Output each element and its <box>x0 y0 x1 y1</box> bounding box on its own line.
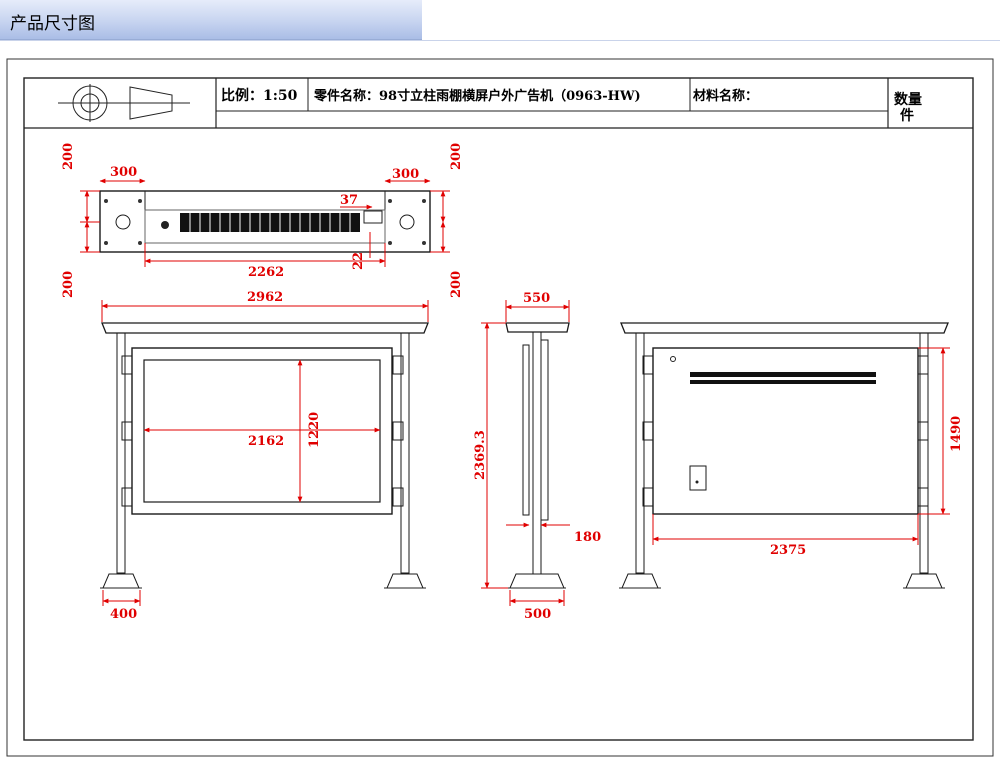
outer-frame <box>6 58 994 757</box>
dim-side-180: 180 <box>574 530 601 545</box>
dim-top-right-200-upper: 200 <box>449 143 464 170</box>
dim-front-400: 400 <box>110 607 137 622</box>
dim-top-left-200-lower: 200 <box>61 271 76 298</box>
side-view: 550 2369.3 180 500 <box>473 291 601 622</box>
dim-top-37: 37 <box>340 193 358 208</box>
top-view: 200 200 300 300 200 200 37 22 2262 <box>61 143 464 298</box>
dim-top-left-300: 300 <box>110 165 137 180</box>
inner-frame <box>23 77 974 741</box>
dim-back-2375: 2375 <box>770 543 806 558</box>
dim-top-right-200-lower: 200 <box>449 271 464 298</box>
quantity-unit: 件 <box>900 107 914 124</box>
scale-label: 比例：1:50 <box>221 87 298 104</box>
dim-front-2962: 2962 <box>247 290 283 305</box>
quantity-label: 数量 <box>894 91 922 108</box>
projection-symbol-icon <box>58 84 190 122</box>
dim-top-2262: 2262 <box>248 265 284 280</box>
dim-side-2369: 2369.3 <box>473 430 488 480</box>
dim-front-2162: 2162 <box>248 434 284 449</box>
dim-front-1220: 1220 <box>307 412 322 448</box>
dim-top-right-300: 300 <box>392 167 419 182</box>
title-block: 比例：1:50 零件名称：98寸立柱雨棚横屏户外广告机（0963-HW) 材料名… <box>24 78 973 129</box>
part-name-label: 零件名称：98寸立柱雨棚横屏户外广告机（0963-HW) <box>313 88 641 104</box>
dim-side-500: 500 <box>524 607 551 622</box>
dim-top-22: 22 <box>351 252 366 270</box>
page-title: 产品尺寸图 <box>10 14 95 34</box>
header-divider <box>0 40 1000 41</box>
dim-top-left-200-upper: 200 <box>61 143 76 170</box>
dim-side-550: 550 <box>523 291 550 306</box>
dim-back-1490: 1490 <box>949 416 964 452</box>
material-label: 材料名称： <box>693 88 758 104</box>
page-header-tab: 产品尺寸图 <box>0 0 422 40</box>
front-view: 2962 2162 1220 400 <box>100 290 429 622</box>
back-view: 1490 2375 <box>619 322 964 589</box>
